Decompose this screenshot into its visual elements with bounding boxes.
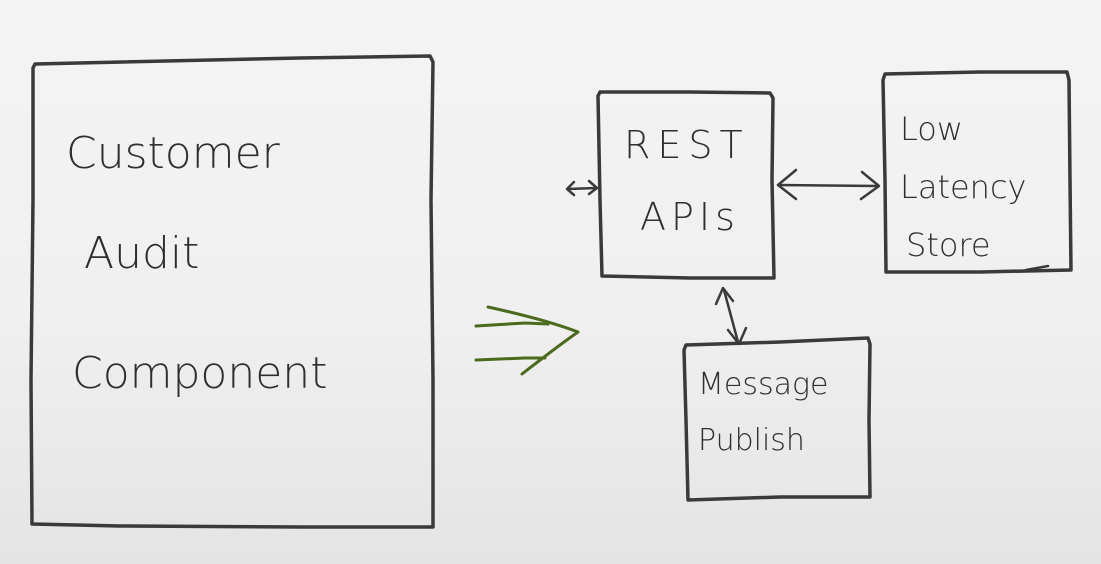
message-publish-node: Message Publish [682, 336, 872, 502]
rest-to-publish-bottom-head [726, 326, 748, 346]
customer-audit-label-line-2: Audit [84, 228, 199, 279]
rest-apis-label-line-1: REST [624, 123, 750, 167]
client-connector-right-head [587, 179, 599, 196]
client-connector-arrow [565, 179, 599, 197]
rest-to-publish-top-head [714, 286, 735, 306]
implies-arrow-top-line [474, 321, 550, 328]
rest-apis-label-line-2: APIs [640, 195, 740, 239]
rest-apis-node: REST APIs [596, 90, 776, 280]
client-connector-left-head [565, 180, 576, 197]
customer-audit-component-node: Customer Audit Component [29, 54, 435, 529]
implies-arrow [474, 305, 580, 376]
customer-audit-label-line-1: Customer [66, 128, 281, 179]
rest-to-store-left-head [776, 168, 798, 201]
rest-to-publish-connector [714, 286, 748, 346]
low-latency-store-label-line-3: Store [906, 226, 991, 264]
message-publish-box [682, 336, 872, 502]
client-connector-line [566, 186, 598, 191]
low-latency-store-box [881, 70, 1073, 274]
rest-to-store-right-head [859, 170, 881, 201]
low-latency-store-node: Low Latency Store [881, 70, 1073, 274]
customer-audit-label-line-3: Component [72, 348, 327, 399]
rest-to-store-connector [776, 168, 881, 201]
rest-apis-box [596, 90, 776, 280]
rest-to-store-line [776, 183, 880, 188]
low-latency-store-label-line-2: Latency [900, 168, 1026, 206]
implies-arrow-head [486, 305, 580, 376]
low-latency-store-corner-mark [1024, 264, 1050, 272]
message-publish-label-line-1: Message [698, 367, 828, 402]
rest-to-publish-line [722, 288, 740, 344]
implies-arrow-bottom-line [474, 356, 547, 362]
low-latency-store-label-line-1: Low [900, 110, 963, 148]
message-publish-label-line-2: Publish [698, 423, 805, 458]
customer-audit-component-box [29, 54, 435, 529]
